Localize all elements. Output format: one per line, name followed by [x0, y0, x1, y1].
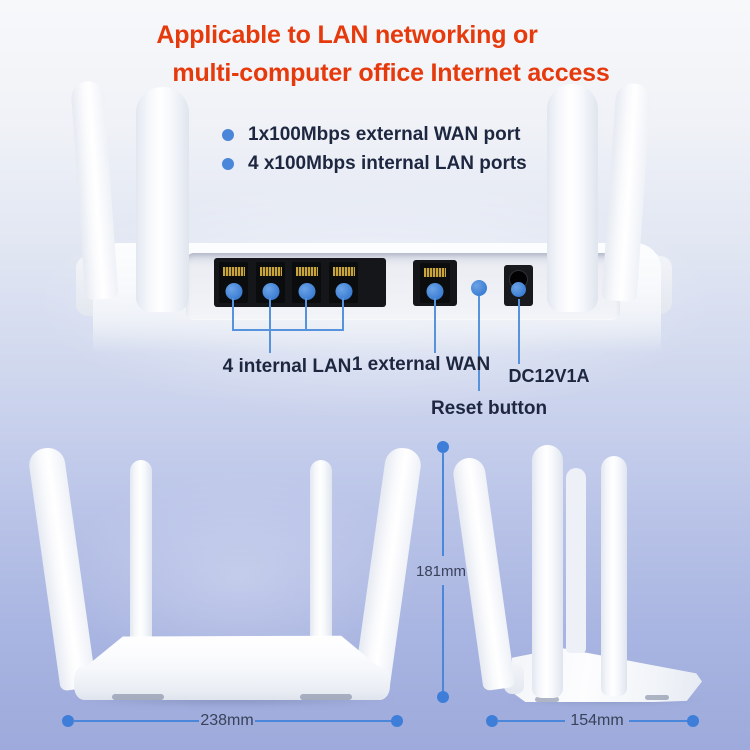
antenna-cylinder-left	[130, 460, 152, 654]
lan-label: 4 internal LAN	[222, 356, 352, 377]
lan-port-3	[292, 262, 321, 303]
callout-line-wan	[434, 298, 436, 353]
feature-label: 4 x100Mbps internal LAN ports	[248, 152, 527, 174]
dimension-endpoint-icon	[62, 715, 74, 727]
callout-bus-lan	[232, 329, 344, 331]
antenna-cylinder-front	[532, 445, 563, 698]
port-indicator-dot	[298, 283, 315, 300]
callout-line-lan1	[232, 298, 234, 331]
dimension-endpoint-icon	[486, 715, 498, 727]
reset-label: Reset button	[430, 398, 548, 419]
title-line-2: multi-computer office Internet access	[172, 59, 610, 87]
rj45-pins-icon	[424, 268, 446, 277]
power-label: DC12V1A	[508, 366, 590, 386]
router-foot	[645, 695, 669, 700]
router-foot	[300, 694, 352, 700]
bullet-icon	[222, 128, 234, 141]
reset-button-dot	[471, 280, 487, 296]
callout-line-lan3	[305, 298, 307, 331]
dimension-endpoint-icon	[391, 715, 403, 727]
rj45-pins-icon	[259, 267, 282, 276]
dimension-endpoint-icon	[437, 441, 449, 453]
page-title: Applicable to LAN networking or multi-co…	[0, 16, 750, 92]
feature-label: 1x100Mbps external WAN port	[248, 123, 521, 145]
antenna-cylinder-left	[136, 87, 189, 312]
title-line-1: Applicable to LAN networking or	[156, 21, 538, 49]
port-indicator-dot	[225, 283, 242, 300]
dc-power-jack	[504, 265, 533, 306]
lan-port-1	[219, 262, 248, 303]
port-indicator-dot	[262, 283, 279, 300]
antenna-cylinder-right	[547, 84, 598, 312]
dimension-line-width	[255, 720, 392, 722]
feature-item: 1x100Mbps external WAN port	[222, 120, 527, 149]
rj45-pins-icon	[295, 267, 318, 276]
dimension-line-depth	[629, 720, 688, 722]
callout-line-lan4	[342, 298, 344, 331]
dimension-line-height	[442, 452, 444, 556]
router-foot	[112, 694, 164, 700]
height-dimension-label: 181mm	[415, 563, 467, 580]
antenna-blade-back	[566, 468, 586, 653]
callout-line-power	[518, 299, 520, 364]
dimension-endpoint-icon	[687, 715, 699, 727]
router-foot	[535, 697, 559, 702]
rj45-pins-icon	[222, 267, 245, 276]
wan-label: 1 external WAN	[351, 354, 491, 375]
callout-line-lan-label	[269, 329, 271, 353]
dimension-line-depth	[497, 720, 565, 722]
antenna-cylinder-right	[310, 460, 332, 654]
port-indicator-dot	[511, 282, 526, 297]
rj45-pins-icon	[332, 267, 355, 276]
lan-port-block	[214, 258, 386, 307]
router-front-top-face	[79, 635, 385, 672]
lan-port-2	[256, 262, 285, 303]
wan-port	[420, 263, 450, 303]
callout-line-lan2	[269, 298, 271, 331]
depth-dimension-label: 154mm	[570, 712, 624, 729]
port-indicator-dot	[426, 283, 444, 300]
bullet-icon	[222, 157, 234, 170]
lan-port-4	[329, 262, 358, 303]
feature-item: 4 x100Mbps internal LAN ports	[222, 149, 527, 178]
dimension-line-width	[73, 720, 199, 722]
dimension-endpoint-icon	[437, 691, 449, 703]
dimension-line-height	[442, 585, 444, 692]
callout-line-reset	[478, 296, 480, 391]
port-indicator-dot	[335, 283, 352, 300]
antenna-cylinder-rear	[601, 456, 627, 696]
feature-list: 1x100Mbps external WAN port 4 x100Mbps i…	[222, 120, 527, 178]
width-dimension-label: 238mm	[200, 712, 254, 729]
wan-port-block	[413, 260, 457, 306]
